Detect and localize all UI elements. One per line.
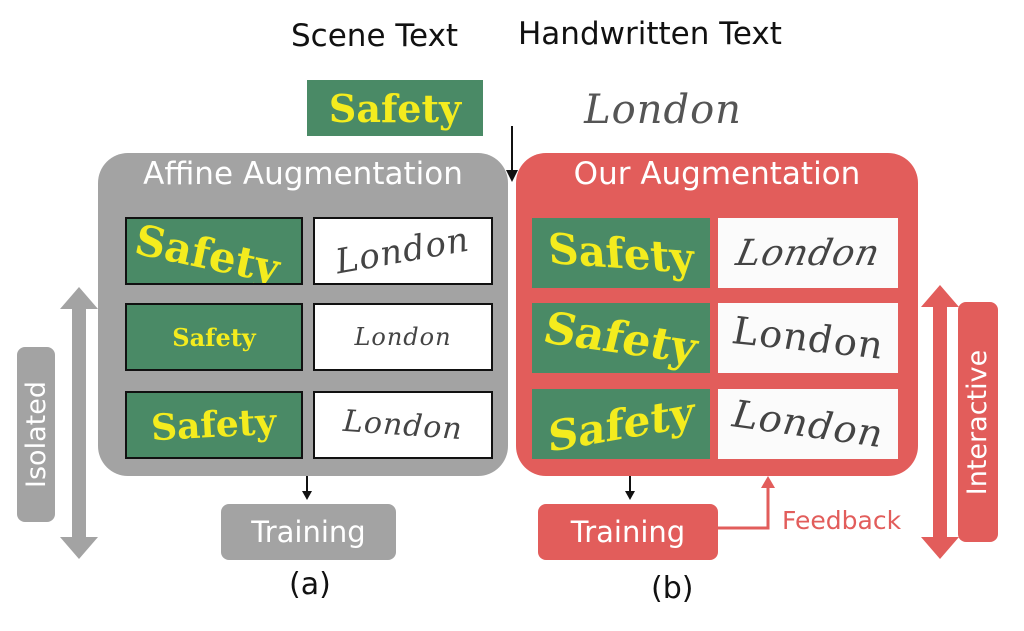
hand-word: London bbox=[584, 87, 742, 133]
affine-scene-tile: Safety bbox=[125, 391, 303, 459]
isolated-double-arrow bbox=[60, 287, 98, 559]
input-arrow bbox=[506, 126, 518, 182]
scene-text-header: Scene Text bbox=[291, 18, 459, 54]
hand-word: London bbox=[732, 232, 884, 274]
scene-word: Safety bbox=[546, 223, 696, 283]
affine-handwritten-tile: London bbox=[313, 217, 493, 285]
hand-word: London bbox=[732, 308, 884, 368]
scene-word: Safety bbox=[172, 322, 256, 352]
scene-word: Safety bbox=[130, 217, 284, 285]
isolated-label: Isolated bbox=[17, 347, 55, 522]
interactive-double-arrow bbox=[921, 285, 959, 559]
our-scene-tile: Safety bbox=[532, 303, 710, 373]
interactive-label-text: Interactive bbox=[962, 349, 994, 495]
scene-word: Safety bbox=[150, 400, 278, 450]
scene-word: Safety bbox=[538, 303, 704, 373]
our-handwritten-tile: London bbox=[718, 303, 898, 373]
training-button-b: Training bbox=[538, 504, 718, 560]
isolated-label-text: Isolated bbox=[20, 381, 52, 488]
hand-word: London bbox=[341, 403, 465, 447]
original-scene-sample: Safety bbox=[307, 80, 483, 136]
arrow-to-training-a bbox=[302, 476, 312, 500]
affine-handwritten-tile: London bbox=[313, 303, 493, 371]
caption-a: (a) bbox=[289, 567, 331, 602]
handwritten-text-header: Handwritten Text bbox=[518, 16, 782, 52]
our-handwritten-tile: London bbox=[718, 389, 898, 459]
scene-word: Safety bbox=[547, 389, 695, 459]
caption-b: (b) bbox=[651, 571, 694, 606]
scene-word: Safety bbox=[328, 85, 462, 131]
hand-word: London bbox=[354, 323, 452, 351]
feedback-arrow bbox=[718, 476, 775, 530]
our-panel-title: Our Augmentation bbox=[573, 156, 861, 192]
original-handwritten-sample: London bbox=[543, 80, 783, 140]
affine-scene-tile: Safety bbox=[125, 303, 303, 371]
affine-panel-title: Affine Augmentation bbox=[143, 156, 463, 192]
our-scene-tile: Safety bbox=[532, 389, 710, 459]
arrow-to-training-b bbox=[625, 476, 635, 500]
interactive-label: Interactive bbox=[958, 302, 998, 542]
affine-scene-tile: Safety bbox=[125, 217, 303, 285]
affine-handwritten-tile: London bbox=[313, 391, 493, 459]
hand-word: London bbox=[729, 391, 887, 457]
hand-word: London bbox=[333, 219, 473, 283]
our-handwritten-tile: London bbox=[718, 218, 898, 288]
feedback-label: Feedback bbox=[782, 506, 902, 535]
training-button-a: Training bbox=[221, 504, 396, 560]
our-scene-tile: Safety bbox=[532, 218, 710, 288]
